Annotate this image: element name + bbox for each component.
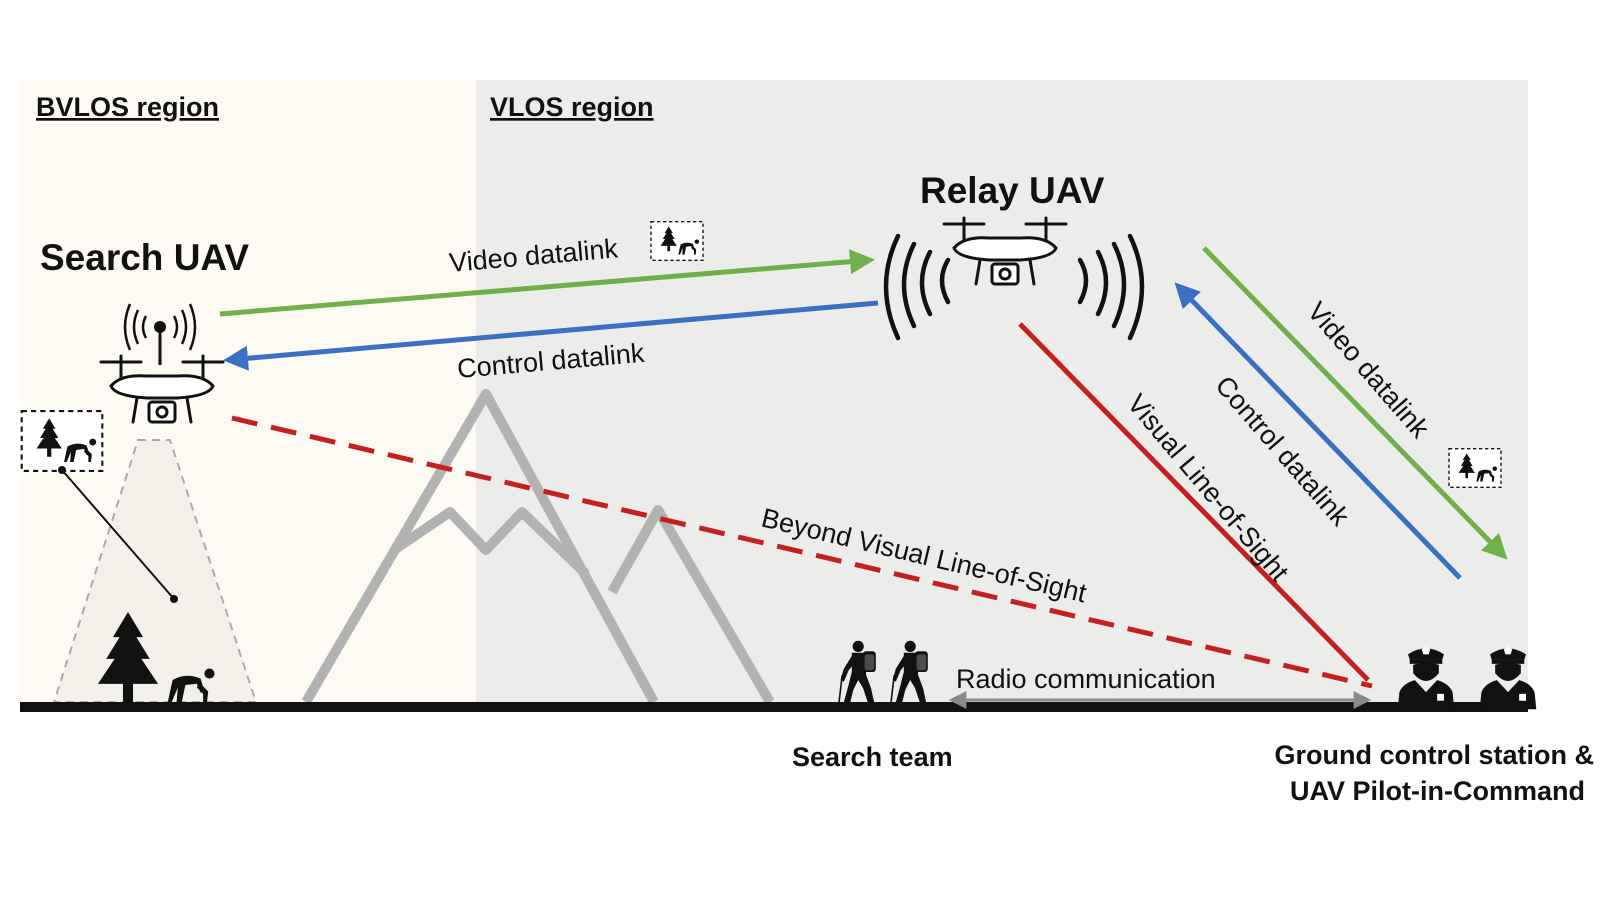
- ground-line: [20, 702, 1528, 712]
- control-datalink-arrow-upper: [223, 300, 879, 371]
- radio-communication-label: Radio communication: [956, 664, 1216, 694]
- beyond-visual-line-of-sight-line: [231, 415, 1373, 689]
- video-datalink-arrow-upper: [219, 249, 875, 317]
- relay-uav: [883, 216, 1145, 341]
- bvlos-region-label: BVLOS region: [36, 92, 219, 122]
- vlos-region-label: VLOS region: [490, 92, 654, 122]
- relay-uav-signal-icon: [883, 233, 1145, 341]
- search-uav: [99, 303, 225, 424]
- visual-line-of-sight-line: [1018, 322, 1370, 682]
- video-snapshot-icon-right: [1449, 449, 1501, 488]
- gcs-label-line1: Ground control station &: [1275, 740, 1594, 770]
- relay-uav-title: Relay UAV: [920, 170, 1105, 211]
- camera-field-of-view-cone: [52, 439, 258, 703]
- gcs-label-line2: UAV Pilot-in-Command: [1290, 776, 1585, 806]
- search-uav-title: Search UAV: [40, 237, 249, 278]
- snapshot-pointer-line: [61, 469, 175, 600]
- search-snapshot-icon: [22, 411, 103, 471]
- search-uav-signal-icon: [123, 303, 197, 351]
- video-datalink-arrow-right: [1202, 246, 1508, 560]
- search-team-label: Search team: [792, 742, 953, 772]
- mountain-outline-icon: [301, 389, 775, 705]
- video-snapshot-icon-upper: [651, 222, 703, 261]
- control-datalink-arrow-right: [1174, 282, 1462, 580]
- vlos-region-background: [476, 80, 1528, 702]
